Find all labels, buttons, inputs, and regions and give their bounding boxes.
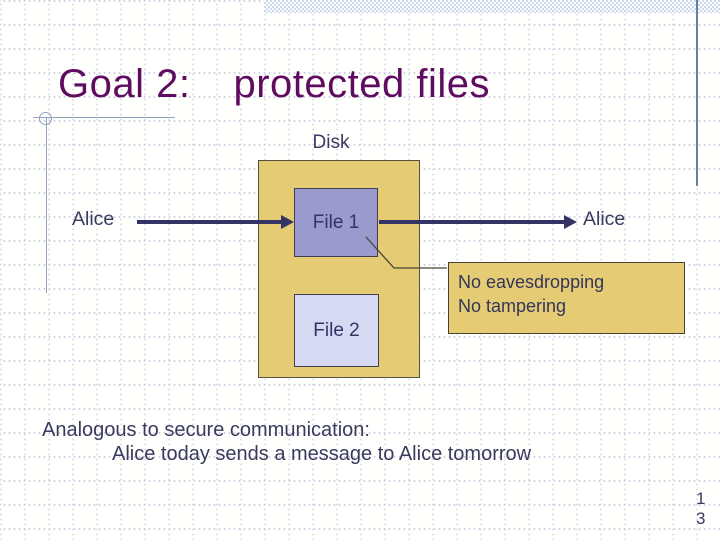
alice-right-label: Alice — [583, 208, 626, 230]
alice-to-file1-arrowhead-icon — [281, 215, 294, 229]
disk-label: Disk — [312, 132, 350, 153]
page-number: 1 3 — [696, 489, 712, 529]
file1-box: File 1 — [294, 188, 378, 257]
body-text-line2: Alice today sends a message to Alice tom… — [112, 443, 532, 465]
note-line-2: No tampering — [458, 296, 567, 316]
page-number-digit-2: 3 — [696, 509, 706, 528]
file1-label: File 1 — [312, 211, 360, 233]
page-number-digit-1: 1 — [696, 489, 706, 508]
note-callout-box: No eavesdropping No tampering — [448, 262, 685, 334]
top-border-pattern — [264, 0, 720, 13]
file2-box: File 2 — [294, 294, 379, 367]
alice-left-label: Alice — [72, 208, 115, 230]
slide-title-prefix: Goal 2: — [58, 62, 191, 106]
file1-to-alice-arrowhead-icon — [564, 215, 577, 229]
title-underline-decor — [33, 117, 175, 118]
left-rule-decor — [46, 117, 47, 293]
file2-label: File 2 — [313, 319, 360, 341]
slide-title-text: protected files — [233, 62, 490, 106]
slide-title: Goal 2: protected files — [58, 60, 698, 108]
compass-circle-decor — [39, 112, 52, 125]
alice-to-file1-arrow — [137, 220, 282, 224]
file1-to-alice-arrow — [379, 220, 565, 224]
right-border-line — [696, 0, 698, 186]
note-line-1: No eavesdropping — [458, 272, 605, 292]
body-text-line1: Analogous to secure communication: — [42, 419, 370, 441]
